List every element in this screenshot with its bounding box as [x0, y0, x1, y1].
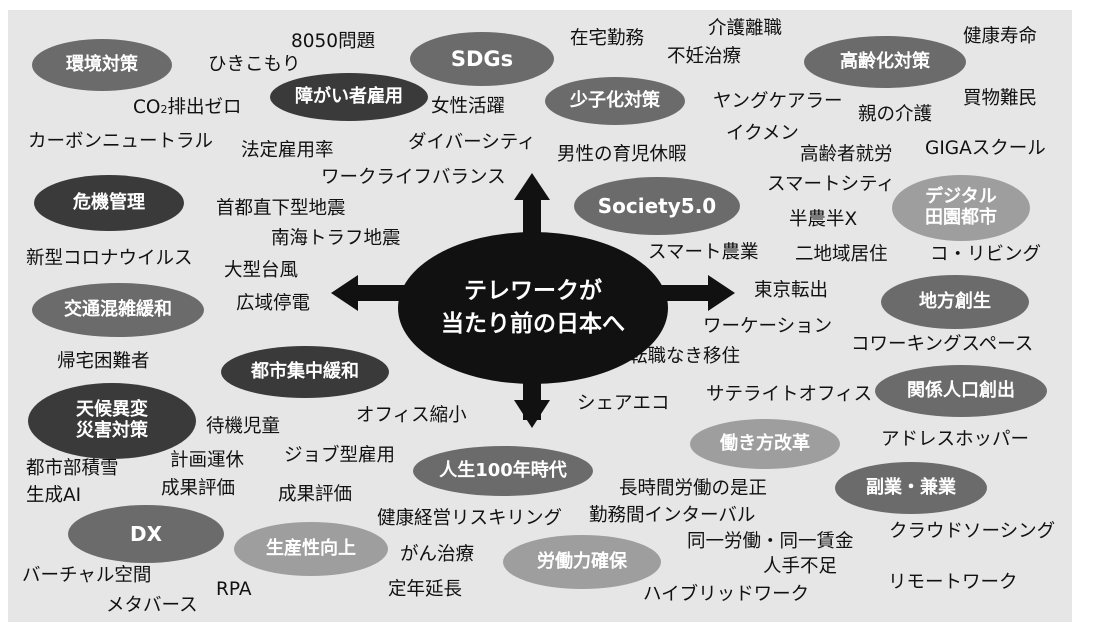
word-seika2: 成果評価 — [278, 484, 353, 505]
word-kitaku: 帰宅困難者 — [57, 351, 150, 372]
word-meta: メタバース — [106, 595, 198, 616]
central-theme-line2: 当たり前の日本へ — [441, 311, 625, 337]
node-kiki: 危機管理 — [34, 175, 184, 231]
word-jinteki: 人手不足 — [763, 556, 838, 577]
word-teinen: 定年延長 — [388, 579, 463, 600]
word-oya: 親の介護 — [858, 104, 933, 125]
word-josei: 女性活躍 — [431, 96, 506, 117]
node-fukugyo: 副業・兼業 — [835, 462, 987, 514]
word-tenshoku: 転職なき移住 — [629, 346, 741, 367]
node-toshi: 都市集中緩和 — [221, 346, 389, 398]
word-nichiiki: 二地域居住 — [795, 244, 888, 265]
central-theme-line1: テレワークが — [464, 277, 602, 304]
word-co2-sub: 2 — [160, 103, 168, 116]
word-dansei: 男性の育児休暇 — [557, 144, 687, 165]
word-taifu: 大型台風 — [224, 260, 299, 281]
word-seika1: 成果評価 — [161, 478, 236, 499]
word-hotei: 法定雇用率 — [241, 140, 334, 161]
word-nankai: 南海トラフ地震 — [271, 228, 401, 249]
word-ikumen: イクメン — [726, 123, 799, 144]
word-kenko-jumyo: 健康寿命 — [963, 26, 1038, 47]
word-carbon: カーボンニュートラル — [28, 131, 214, 152]
word-crowd: クラウドソーシング — [889, 521, 1056, 542]
word-satellite: サテライトオフィス — [706, 384, 873, 405]
diagram-canvas: テレワークが 当たり前の日本へ 環境対策 障がい者雇用 SDGs 少子化対策 高… — [8, 10, 1072, 622]
word-remote: リモートワーク — [888, 572, 1018, 593]
word-shea: シェアエコ — [577, 393, 670, 414]
word-job: ジョブ型雇用 — [284, 445, 396, 466]
node-shogai: 障がい者雇用 — [270, 73, 428, 121]
word-kaigo-rishoku: 介護離職 — [708, 18, 783, 39]
node-hataraki: 働き方改革 — [690, 419, 840, 469]
word-taiki: 待機児童 — [206, 416, 281, 437]
word-toshi-sekisetsu: 都市部積雪 — [26, 458, 119, 479]
node-kankei: 関係人口創出 — [875, 365, 1047, 417]
word-workation: ワーケーション — [703, 316, 833, 337]
word-8050: 8050問題 — [291, 31, 376, 52]
arrow-left-shaft — [353, 285, 413, 301]
word-koreisha: 高齢者就労 — [800, 144, 893, 165]
word-co2-main: CO — [133, 97, 161, 118]
node-seisan: 生産性向上 — [234, 522, 388, 576]
node-tenko: 天候異変 災害対策 — [28, 383, 196, 459]
word-corona: 新型コロナウイルス — [26, 248, 193, 269]
word-co2-rest: 排出ゼロ — [167, 97, 242, 118]
node-shoshika: 少子化対策 — [545, 77, 685, 125]
central-theme: テレワークが 当たり前の日本へ — [398, 232, 668, 384]
node-koreika: 高齢化対策 — [804, 36, 966, 88]
node-jinsei: 人生100年時代 — [413, 446, 593, 496]
word-doitsu: 同一労働・同一賃金 — [687, 531, 854, 552]
word-smartcity: スマートシティ — [767, 174, 895, 195]
word-koiki: 広域停電 — [236, 293, 311, 314]
word-gan: がん治療 — [400, 544, 475, 565]
arrow-down-head — [514, 400, 550, 428]
arrow-left-head — [331, 275, 358, 311]
node-chiho: 地方創生 — [881, 275, 1029, 329]
word-smart-nogyo: スマート農業 — [648, 242, 759, 263]
word-hikikomori: ひきこもり — [208, 54, 301, 75]
word-virtual: バーチャル空間 — [22, 565, 152, 586]
arrow-right-head — [708, 275, 735, 311]
node-digital-line1: デジタル — [925, 186, 997, 208]
word-keikaku: 計画運休 — [170, 450, 245, 471]
word-kaimono: 買物難民 — [963, 88, 1038, 109]
word-reskill: 健康経営リスキリング — [377, 508, 563, 529]
word-choujikan: 長時間労働の是正 — [619, 478, 768, 499]
word-tokyo: 東京転出 — [754, 280, 829, 301]
word-young: ヤングケアラー — [713, 91, 843, 112]
word-giga: GIGAスクール — [925, 138, 1046, 159]
node-tenko-line2: 災害対策 — [76, 420, 148, 441]
node-kotsu: 交通混雑緩和 — [32, 283, 204, 337]
node-dx: DX — [68, 505, 224, 563]
node-society: Society5.0 — [574, 177, 740, 235]
word-shuto: 首都直下型地震 — [216, 198, 346, 219]
node-sdgs: SDGs — [410, 32, 554, 86]
word-diversity: ダイバーシティ — [408, 132, 536, 153]
word-co2: CO2排出ゼロ — [133, 97, 242, 118]
node-digital: デジタル 田園都市 — [892, 175, 1030, 241]
word-address: アドレスホッパー — [881, 429, 1030, 450]
node-kankyo: 環境対策 — [32, 39, 172, 91]
word-funin: 不妊治療 — [667, 46, 742, 67]
arrow-up-head — [514, 173, 550, 200]
node-rodo: 労働力確保 — [503, 535, 661, 589]
word-rpa: RPA — [216, 579, 252, 600]
node-digital-line2: 田園都市 — [925, 207, 997, 228]
word-seikai: 生成AI — [26, 485, 82, 506]
word-kinmu: 勤務間インターバル — [589, 505, 756, 526]
node-tenko-line1: 天候異変 — [76, 399, 148, 421]
word-office: オフィス縮小 — [356, 405, 467, 426]
word-wlb: ワークライフバランス — [321, 167, 506, 188]
word-coliving: コ・リビング — [930, 244, 1042, 265]
word-hanno: 半農半X — [789, 209, 858, 230]
word-zaitaku: 在宅勤務 — [570, 28, 645, 49]
word-coworking: コワーキングスペース — [851, 334, 1034, 355]
arrow-right-shaft — [653, 285, 713, 301]
word-hybrid: ハイブリッドワーク — [643, 584, 810, 605]
